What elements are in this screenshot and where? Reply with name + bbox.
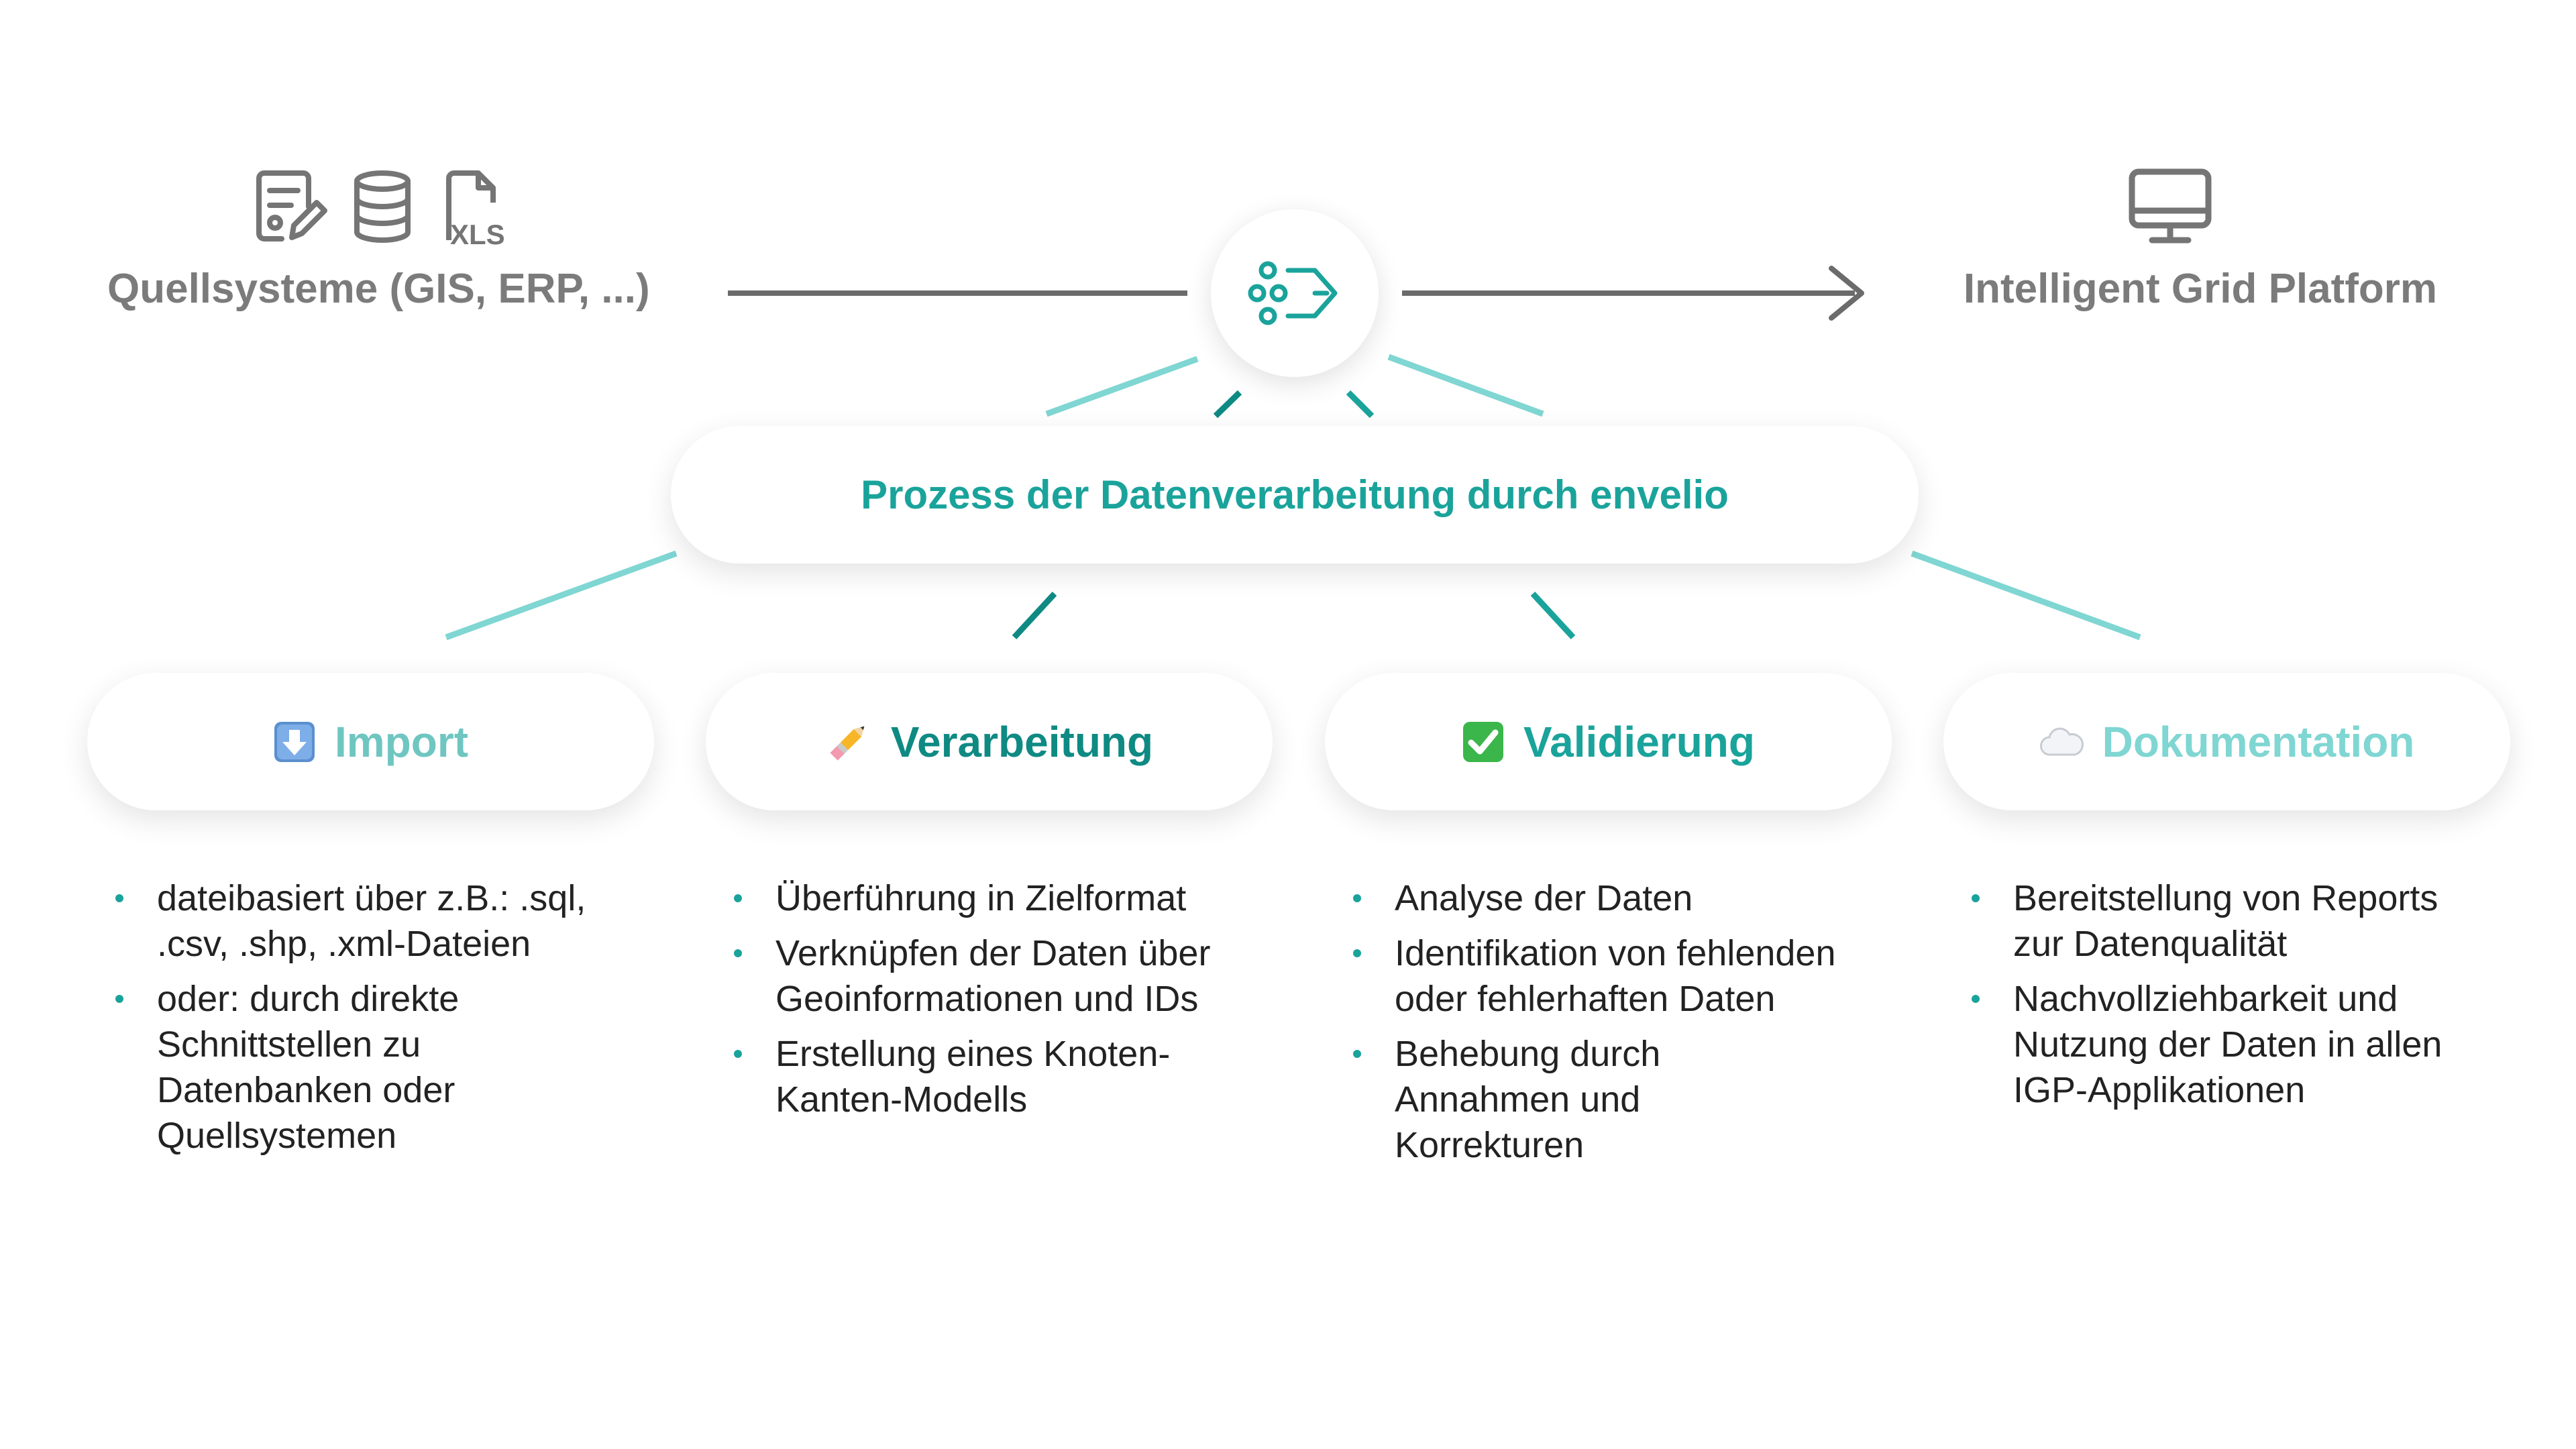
down-arrow-emoji-icon <box>273 720 316 763</box>
list-item: Nachvollziehbarkeit und Nutzung der Date… <box>1945 976 2455 1113</box>
step-title-validierung: Validierung <box>1523 717 1755 766</box>
dokumentation-bullet-list: Bereitstellung von Reports zur Datenqual… <box>1945 875 2455 1122</box>
process-to-import-line <box>445 550 678 641</box>
list-item: Überführung in Zielformat <box>707 875 1217 921</box>
arrowhead-icon <box>1829 266 1864 321</box>
list-item: Behebung durch Annahmen und Korrekturen <box>1326 1031 1836 1168</box>
list-item: Identifikation von fehlenden oder fehler… <box>1326 930 1836 1022</box>
step-title-import: Import <box>334 717 469 766</box>
list-item: Bereitstellung von Reports zur Datenqual… <box>1945 875 2455 967</box>
import-bullet-list: dateibasiert über z.B.: .sql, .csv, .shp… <box>89 875 598 1168</box>
hub-link-3 <box>1346 390 1375 419</box>
step-title-dokumentation: Dokumentation <box>2102 717 2415 766</box>
step-card-dokumentation: Dokumentation <box>1943 673 2510 810</box>
list-item: Analyse der Daten <box>1326 875 1836 921</box>
envelio-process-icon <box>1248 261 1338 325</box>
hub-link-2 <box>1213 390 1242 419</box>
xls-label: XLS <box>450 219 505 247</box>
hub-link-1 <box>1045 356 1199 417</box>
hub-link-4 <box>1387 354 1544 417</box>
process-to-verarbeitung-line <box>1012 591 1057 640</box>
list-item: dateibasiert über z.B.: .sql, .csv, .shp… <box>89 875 598 967</box>
database-icon <box>354 170 411 243</box>
monitor-icon <box>2127 166 2214 247</box>
list-item: oder: durch direkte Schnittstellen zu Da… <box>89 976 598 1159</box>
target-platform-label: Intelligent Grid Platform <box>1963 266 2438 312</box>
list-item: Verknüpfen der Daten über Geoinformation… <box>707 930 1217 1022</box>
validierung-bullet-list: Analyse der Daten Identifikation von feh… <box>1326 875 1836 1177</box>
step-title-verarbeitung: Verarbeitung <box>890 717 1154 766</box>
process-to-validierung-line <box>1530 591 1576 640</box>
process-title: Prozess der Datenverarbeitung durch enve… <box>671 426 1919 564</box>
pencil-emoji-icon <box>825 718 872 765</box>
cloud-emoji-icon <box>2039 725 2084 759</box>
verarbeitung-bullet-list: Überführung in Zielformat Verknüpfen der… <box>707 875 1217 1132</box>
process-to-dokumentation-line <box>1911 550 2141 641</box>
step-card-verarbeitung: Verarbeitung <box>706 673 1273 810</box>
document-edit-icon <box>256 170 327 241</box>
envelio-hub <box>1211 209 1379 377</box>
source-icons: XLS <box>255 166 523 250</box>
list-item: Erstellung eines Knoten-Kanten-Modells <box>707 1031 1217 1122</box>
step-card-validierung: Validierung <box>1325 673 1892 810</box>
step-card-import: Import <box>87 673 654 810</box>
xls-file-icon: XLS <box>446 170 505 250</box>
check-box-emoji-icon <box>1462 720 1505 763</box>
source-systems-label: Quellsysteme (GIS, ERP, ...) <box>107 266 650 312</box>
